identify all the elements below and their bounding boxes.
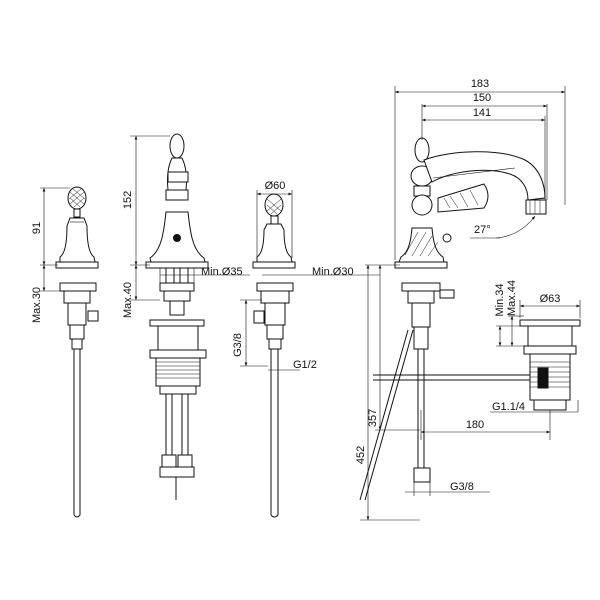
dim-v4-183: 183 — [471, 78, 489, 90]
view-spout-side: 183 150 141 27° 357 452 180 G3/8 — [355, 78, 581, 521]
dim-v3-diameter: Ø60 — [265, 180, 286, 192]
view-side-right: Ø60 Min.Ø30 G3/8 G1/2 — [232, 180, 380, 518]
dim-v3-thread: G1/2 — [293, 359, 317, 371]
dim-v4-452: 452 — [355, 446, 367, 464]
dim-v4-150: 150 — [473, 92, 491, 104]
dim-v4-357: 357 — [367, 409, 379, 427]
dim-v4-g38: G3/8 — [450, 481, 474, 493]
dim-v2-deck: Max.40 — [122, 282, 134, 318]
dim-v3-hole: Min.Ø30 — [312, 266, 354, 278]
dim-waste-min: Min.34 — [494, 283, 506, 316]
dim-v1-height: 91 — [31, 222, 43, 234]
view-front: 152 Max.40 Min.Ø35 — [122, 133, 250, 500]
dim-v2-hole: Min.Ø35 — [201, 266, 243, 278]
dim-v4-180: 180 — [466, 419, 484, 431]
dim-waste-diameter: Ø63 — [540, 293, 561, 305]
dim-v4-141: 141 — [473, 107, 491, 119]
dim-v1-deck: Max.30 — [31, 287, 43, 323]
view-side-left: 91 Max.30 — [31, 186, 99, 518]
dim-v2-height: 152 — [122, 191, 134, 209]
dim-v4-angle: 27° — [474, 224, 491, 236]
dim-v3-conn: G3/8 — [232, 333, 244, 357]
dim-waste-max: Max.44 — [506, 280, 518, 316]
dim-waste-thread: G1.1/4 — [492, 401, 525, 413]
